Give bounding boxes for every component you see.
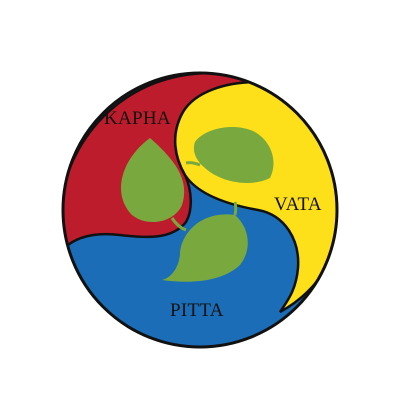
pitta-label: PITTA — [170, 300, 224, 321]
leaf-icon — [120, 138, 187, 232]
kapha-label: KAPHA — [104, 108, 171, 129]
outer-ring — [61, 71, 339, 349]
leaf-icon — [162, 201, 248, 282]
vata-label: VATA — [274, 194, 322, 215]
leaf-icon — [185, 127, 274, 183]
